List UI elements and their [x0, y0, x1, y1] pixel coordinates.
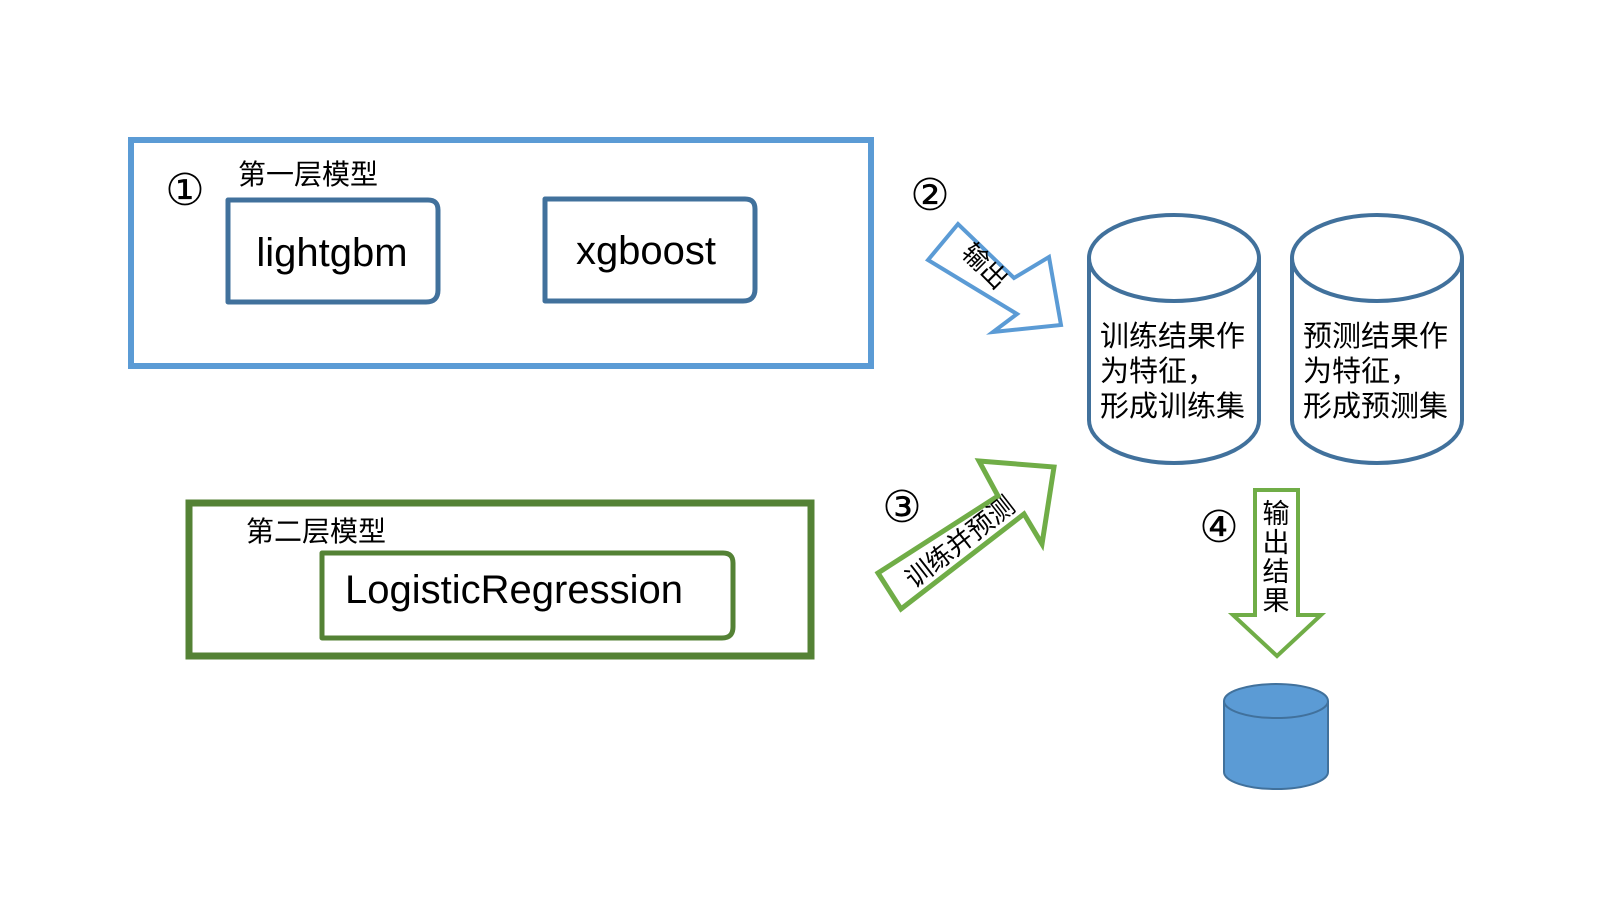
output-step-marker: ②	[910, 170, 949, 221]
layer1-step-marker: ①	[165, 165, 204, 216]
layer1-group: ① 第一层模型 lightgbm xgboost	[128, 137, 874, 369]
predict-db-top	[1290, 213, 1464, 303]
result-arrow-group: ④ 输 出 结 果	[1199, 488, 1327, 659]
xgboost-label: xgboost	[576, 229, 716, 273]
layer1-title: 第一层模型	[238, 158, 378, 191]
layer2-title: 第二层模型	[246, 515, 386, 548]
lightgbm-label: lightgbm	[256, 231, 407, 275]
result-arrow-char-4: 果	[1263, 586, 1290, 617]
predict-set-cylinder: 预测结果作 为特征， 形成预测集	[1290, 213, 1464, 465]
result-database-icon	[1223, 683, 1329, 790]
predict-db-line-3: 形成预测集	[1303, 389, 1448, 423]
train-db-body	[1087, 258, 1261, 465]
predict-db-line-2: 为特征，	[1303, 354, 1419, 388]
train-db-line-2: 为特征，	[1100, 354, 1216, 388]
result-arrow-char-3: 结	[1263, 557, 1290, 588]
result-arrow-char-1: 输	[1263, 499, 1290, 530]
train-db-line-1: 训练结果作	[1100, 319, 1245, 353]
result-step-marker: ④	[1199, 502, 1238, 553]
train-db-line-3: 形成训练集	[1100, 389, 1245, 423]
train-predict-arrow	[874, 458, 1057, 613]
layer2-box	[185, 499, 815, 660]
output-arrow-group: ② 输出	[910, 170, 1064, 335]
result-db-top	[1223, 683, 1329, 719]
train-predict-step-marker: ③	[882, 482, 921, 533]
lightgbm-box	[225, 197, 441, 305]
result-arrow-char-2: 出	[1263, 528, 1290, 559]
train-set-cylinder: 训练结果作 为特征， 形成训练集	[1087, 213, 1261, 465]
result-db-body	[1223, 701, 1329, 790]
logistic-regression-box	[319, 550, 736, 641]
logistic-regression-label: LogisticRegression	[345, 568, 683, 612]
xgboost-box	[542, 196, 758, 304]
result-arrow	[1227, 488, 1327, 659]
train-predict-arrow-group: ③ 训练并预测	[874, 458, 1057, 613]
predict-db-line-1: 预测结果作	[1303, 319, 1448, 353]
layer1-box	[128, 137, 874, 369]
output-arrow	[924, 221, 1064, 335]
train-db-top	[1087, 213, 1261, 303]
layer2-group: 第二层模型 LogisticRegression	[185, 499, 815, 660]
predict-db-body	[1290, 258, 1464, 465]
